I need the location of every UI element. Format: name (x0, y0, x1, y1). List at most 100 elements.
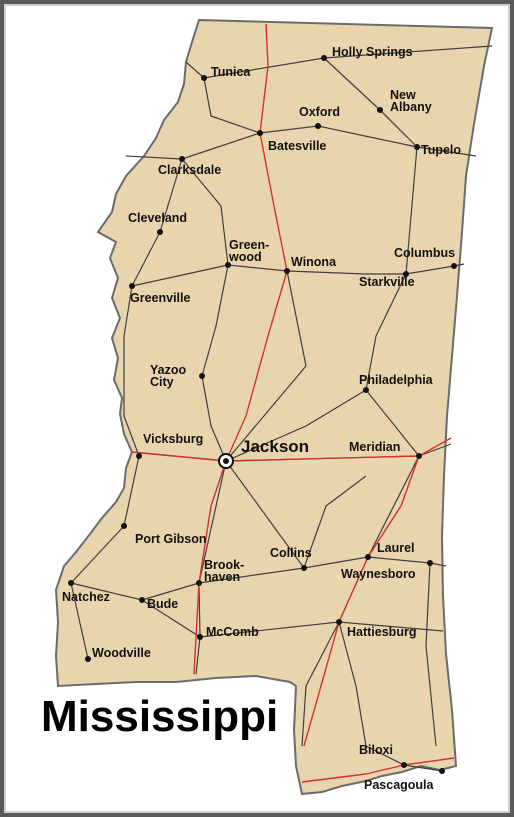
road (70, 567, 305, 601)
city-dot (416, 453, 422, 459)
city-bude: Bude (139, 597, 178, 611)
city-meridian: Meridian (349, 440, 422, 459)
city-oxford: Oxford (299, 105, 340, 129)
city-label: Woodville (92, 646, 151, 660)
city-label: Oxford (299, 105, 340, 119)
city-green-wood: Green-wood (225, 238, 269, 268)
city-brook-haven: Brook-haven (196, 558, 244, 586)
city-philadelphia: Philadelphia (359, 373, 434, 393)
city-label: Vicksburg (143, 432, 203, 446)
city-label: Meridian (349, 440, 400, 454)
city-dot (401, 762, 407, 768)
city-laurel: Laurel (365, 541, 415, 560)
city-dot (363, 387, 369, 393)
interstate-highway (193, 23, 288, 675)
city-columbus: Columbus (394, 246, 457, 269)
city-starkville: Starkville (359, 271, 415, 289)
city-dot (225, 262, 231, 268)
road (225, 389, 367, 462)
city-pascagoula: Pascagoula (364, 768, 445, 792)
road (141, 599, 444, 638)
interstate-highways (131, 23, 455, 783)
city-batesville: Batesville (257, 130, 326, 153)
city-label: Green-wood (228, 238, 269, 264)
city-clarksdale: Clarksdale (158, 156, 221, 177)
road (225, 270, 307, 462)
city-label: Bude (147, 597, 178, 611)
city-dot (68, 580, 74, 586)
city-label: Natchez (62, 590, 110, 604)
state-outline (54, 18, 494, 796)
state-title: Mississippi (41, 692, 278, 741)
city-dot (197, 634, 203, 640)
city-label: Cleveland (128, 211, 187, 225)
road (185, 61, 261, 134)
city-label: Philadelphia (359, 373, 434, 387)
city-dot (199, 373, 205, 379)
road (425, 562, 437, 747)
city-woodville: Woodville (85, 646, 151, 662)
city-dot (129, 283, 135, 289)
road (123, 158, 183, 457)
road (70, 455, 140, 660)
city-tunica: Tunica (201, 65, 251, 81)
city-dot (85, 656, 91, 662)
city-dot (196, 580, 202, 586)
city-holly-springs: Holly Springs (321, 45, 413, 61)
road (195, 460, 227, 675)
city-label: Greenville (130, 291, 190, 305)
city-label: Collins (270, 546, 312, 560)
city-label: Starkville (359, 275, 415, 289)
city-dot (201, 75, 207, 81)
city-dot (403, 271, 409, 277)
city-collins: Collins (270, 546, 312, 571)
city-label: Waynesboro (341, 567, 416, 581)
city-dot (157, 229, 163, 235)
city-winona: Winona (284, 255, 337, 274)
city-dot (257, 130, 263, 136)
road (365, 146, 420, 457)
city-dot (414, 144, 420, 150)
road (338, 621, 443, 772)
city-dot (315, 123, 321, 129)
city-label: Hattiesburg (347, 625, 416, 639)
city-label: Brook-haven (204, 558, 244, 584)
city-label: Pascagoula (364, 778, 435, 792)
city-mccomb: McComb (197, 625, 259, 640)
city-dot (336, 619, 342, 625)
city-dot (121, 523, 127, 529)
city-cleveland: Cleveland (128, 211, 187, 235)
city-dot (427, 560, 433, 566)
city-dot (284, 268, 290, 274)
city-dot (321, 55, 327, 61)
interstate-highway (131, 437, 452, 462)
interstate-highway (301, 757, 455, 783)
city-label: Columbus (394, 246, 455, 260)
city-greenville: Greenville (129, 283, 190, 305)
road (181, 158, 229, 462)
city-dot (439, 768, 445, 774)
city-label: McComb (206, 625, 259, 639)
interstate-highway (303, 455, 420, 747)
city-dot (365, 554, 371, 560)
city-dot (139, 597, 145, 603)
city-vicksburg: Vicksburg (136, 432, 203, 459)
city-dot (301, 565, 307, 571)
city-label: Clarksdale (158, 163, 221, 177)
city-hattiesburg: Hattiesburg (336, 619, 416, 639)
city-label: Tupelo (421, 143, 461, 157)
city-label: Biloxi (359, 743, 393, 757)
city-tupelo: Tupelo (414, 143, 461, 157)
road (323, 57, 477, 157)
city-label: Port Gibson (135, 532, 207, 546)
city-label: Holly Springs (332, 45, 413, 59)
capital-marker: Jackson (218, 437, 309, 469)
city-biloxi: Biloxi (359, 743, 407, 768)
